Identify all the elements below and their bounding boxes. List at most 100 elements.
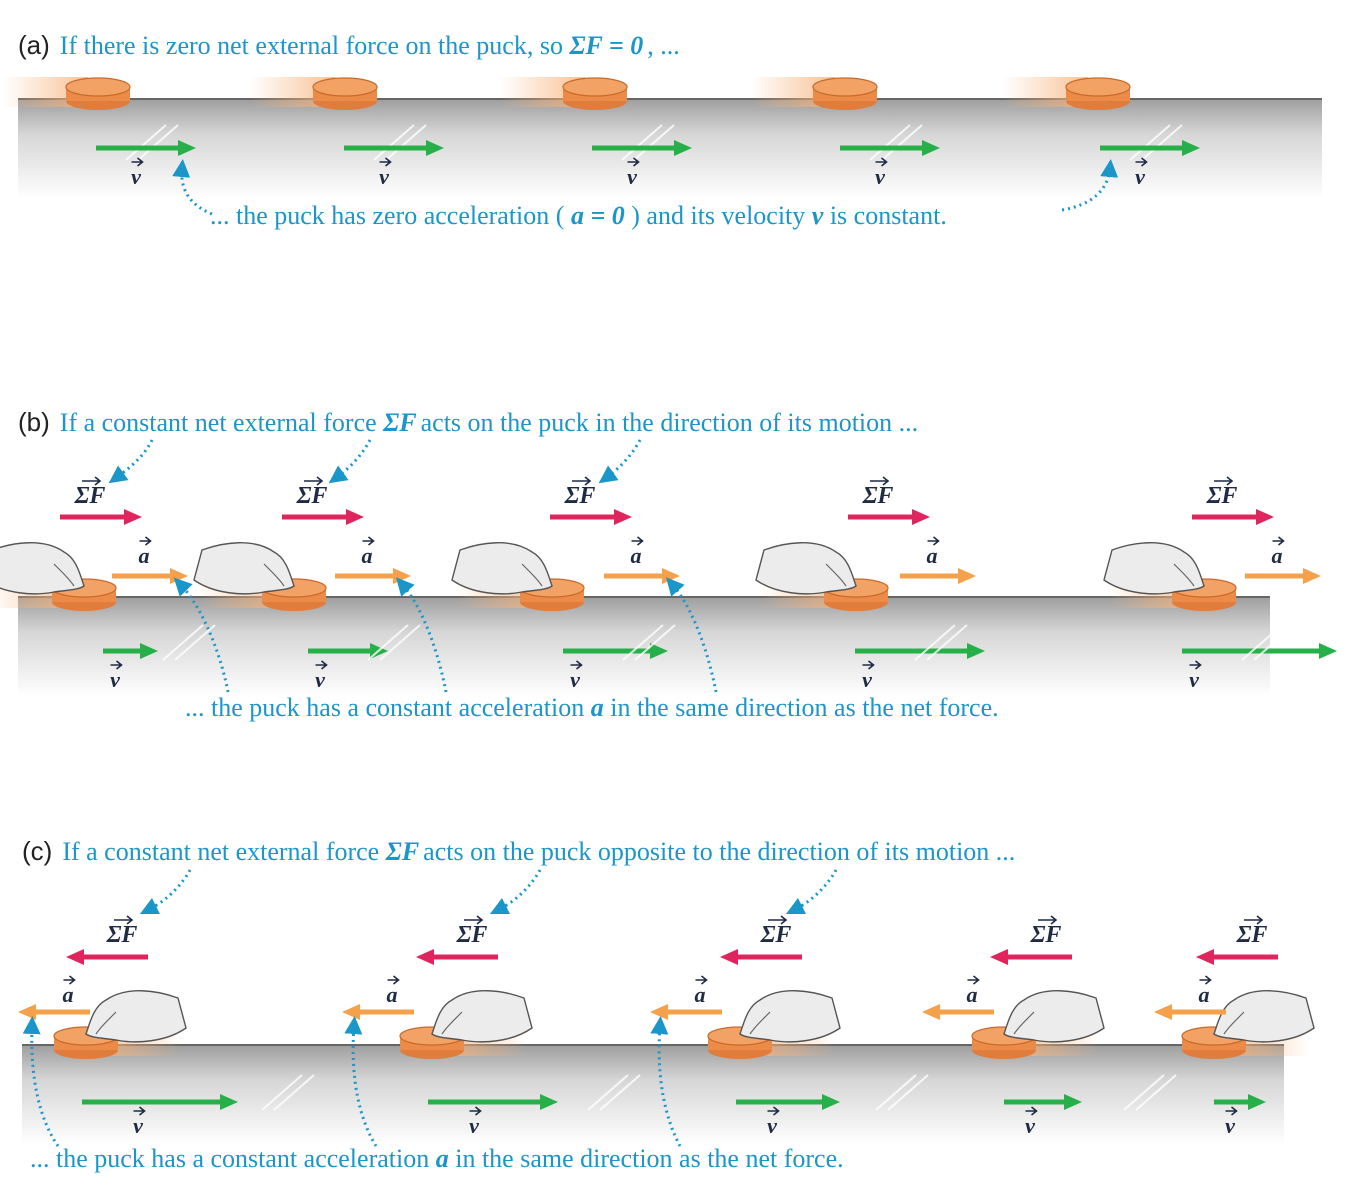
panel-b-accel-arrow-4 <box>900 568 976 584</box>
panel-a-glare-1 <box>125 124 179 161</box>
panel-b-force-label-1: ΣF <box>74 483 106 509</box>
panel-c-caption-prefix: If a constant net external force <box>62 837 385 866</box>
panel-c-caption: (c) If a constant net external force ΣF … <box>22 836 1015 866</box>
panel-b-force-label-1-vector-mark <box>82 476 102 486</box>
panel-a-glare-3 <box>621 124 675 161</box>
panel-c-hand-4 <box>1003 990 1105 1043</box>
panel-b-caption-prefix: If a constant net external force <box>60 408 383 437</box>
panel-c-hand-3-finger-line <box>749 1011 771 1035</box>
panel-a-puck-2-top <box>312 77 378 97</box>
panel-b-note-prefix: ... the puck has a constant acceleration <box>185 693 591 722</box>
panel-b-hand-5 <box>1103 542 1205 595</box>
panel-b-force-label-4-vector-mark <box>870 476 890 486</box>
panel-a-puck-1 <box>3 77 131 110</box>
panel-a-velocity-label-1-vector-mark <box>131 157 144 167</box>
panel-c-force-label-1: ΣF <box>106 922 138 948</box>
panel-b-caption-math: ΣF <box>382 408 416 437</box>
panel-b-accel-arrow-3 <box>604 568 680 584</box>
panel-b-accel-label-5-vector-mark <box>1272 536 1285 546</box>
panel-b-accel-label-2-vector-mark <box>362 536 375 546</box>
panel-c-force-arrow-3 <box>720 949 802 965</box>
panel-c-velocity-arrow-5 <box>1214 1094 1266 1110</box>
panel-a-velocity-label-2-vector-mark <box>379 157 392 167</box>
panel-a-note-var: v <box>812 201 824 230</box>
panel-a: (a) If there is zero net external force … <box>3 30 1322 230</box>
panel-a-velocity-arrow-2-head <box>426 140 444 156</box>
panel-c-force-label-4: ΣF <box>1030 922 1062 948</box>
panel-c-velocity-label-5: v <box>1225 1113 1235 1138</box>
panel-a-velocity-arrow-5-head <box>1182 140 1200 156</box>
panel-c: (c) If a constant net external force ΣF … <box>18 836 1355 1173</box>
panel-c-label: (c) <box>22 836 52 866</box>
panel-c-velocity-arrow-2 <box>428 1094 558 1110</box>
panel-b-glare-1 <box>162 624 216 661</box>
panel-b-glare-4 <box>914 624 968 661</box>
panel-a-velocity-arrow-3 <box>592 140 692 156</box>
panel-c-glare-2 <box>587 1074 641 1111</box>
panel-c-velocity-arrow-3 <box>736 1094 840 1110</box>
panel-b-accel-arrow-4-head <box>958 568 976 584</box>
panel-c-force-label-3-vector-mark <box>768 915 788 925</box>
panel-b-velocity-label-2: v <box>315 667 325 692</box>
panel-b-velocity-arrow-4 <box>855 643 985 659</box>
panel-b-accel-label-4: a <box>927 543 938 568</box>
panel-a-velocity-label-3-vector-mark <box>627 157 640 167</box>
panel-b-hand-1 <box>0 542 85 595</box>
panel-b-velocity-label-5: v <box>1189 667 1199 692</box>
panel-b-velocity-arrow-4-head <box>967 643 985 659</box>
panel-b-hand-4 <box>755 542 857 595</box>
panel-a-puck-1-top <box>65 77 131 97</box>
panel-c-hand-1 <box>85 990 187 1043</box>
panel-c-velocity-arrow-3-head <box>822 1094 840 1110</box>
panel-c-velocity-arrow-1-head <box>220 1094 238 1110</box>
panel-b-pointer-force-2 <box>328 439 372 484</box>
panel-b-pointer-force-3 <box>598 439 642 484</box>
panel-c-accel-arrow-3-head <box>650 1004 668 1020</box>
panel-b-hand-4-palm <box>755 542 857 595</box>
panel-c-pointer-accel-1 <box>22 1016 60 1147</box>
panel-a-pointer-left <box>172 159 213 216</box>
panel-c-hand-1-palm <box>85 990 187 1043</box>
panel-b-accel-label-1: a <box>139 543 150 568</box>
panel-b-velocity-arrow-3 <box>563 643 668 659</box>
panel-a-puck-4-top <box>812 77 878 97</box>
panel-b-caption: (b) If a constant net external force ΣF … <box>18 407 918 437</box>
panel-c-accel-label-2-vector-mark <box>387 975 400 985</box>
panel-a-note-mid: ) and its velocity <box>631 201 812 230</box>
panel-a-glare-5 <box>1129 124 1183 161</box>
panel-c-velocity-arrow-1 <box>82 1094 238 1110</box>
panel-b-velocity-arrow-5-head <box>1319 643 1337 659</box>
panel-a-caption-math: ΣF = 0 <box>568 31 643 60</box>
panel-c-force-arrow-4 <box>990 949 1072 965</box>
panel-c-glare-1 <box>261 1074 315 1111</box>
panel-b-hand-1-finger-line <box>53 563 75 587</box>
panel-b-hand-3-palm <box>451 542 553 595</box>
panel-b-force-arrow-3 <box>550 509 632 525</box>
panel-b-glare-2 <box>367 624 421 661</box>
panel-b-velocity-label-2-vector-mark <box>315 660 328 670</box>
panel-c-velocity-label-1-vector-mark <box>133 1106 146 1116</box>
panel-c-velocity-arrow-2-head <box>540 1094 558 1110</box>
panel-c-velocity-arrow-4-head <box>1064 1094 1082 1110</box>
panel-a-glare-2 <box>373 124 427 161</box>
panel-b-force-arrow-3-head <box>614 509 632 525</box>
panel-a-note-math: a = 0 <box>571 201 625 230</box>
panel-c-accel-arrow-4-head <box>922 1004 940 1020</box>
panel-b: (b) If a constant net external force ΣF … <box>0 407 1337 722</box>
panel-b-force-label-5-vector-mark <box>1214 476 1234 486</box>
panel-b-glare-5 <box>1241 624 1295 661</box>
panel-a-velocity-label-2: v <box>379 164 389 189</box>
panel-b-force-label-3-vector-mark <box>572 476 592 486</box>
panel-b-hand-3-finger-line <box>521 563 543 587</box>
panel-b-accel-arrow-2-head <box>393 568 411 584</box>
panel-c-note-prefix: ... the puck has a constant acceleration <box>30 1144 436 1173</box>
panel-c-hand-1-finger-line <box>95 1011 117 1035</box>
panel-c-caption-suffix: acts on the puck opposite to the directi… <box>423 837 1015 866</box>
panel-c-hand-3-palm <box>739 990 841 1043</box>
panel-b-force-label-2-vector-mark <box>304 476 324 486</box>
panel-c-glare-5 <box>1313 1074 1355 1111</box>
panel-b-table-surface <box>18 597 1270 697</box>
panel-c-velocity-label-2-vector-mark <box>469 1106 482 1116</box>
panel-a-note: ... the puck has zero acceleration ( a =… <box>210 201 947 230</box>
panel-c-accel-arrow-5 <box>1154 1004 1226 1020</box>
